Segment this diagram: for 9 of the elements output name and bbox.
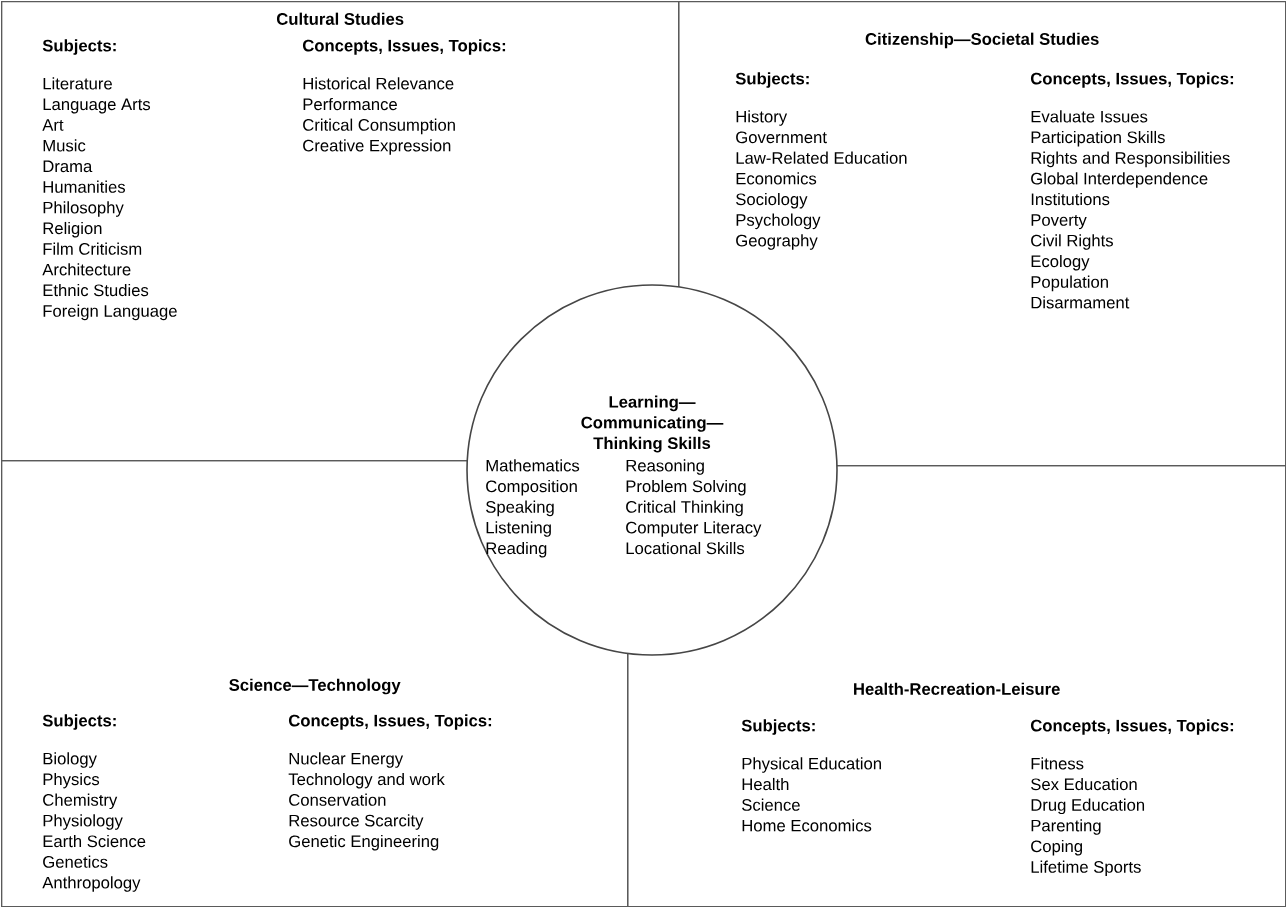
topic-list: Subjects: Biology Physics Chemistry Physiology Earth Science Genetics Anthropology (42, 714, 146, 892)
topic-list: Concepts, Issues, Topics: Evaluate Issues Participation Skills Rights and Responsibilities Global Interdependence Institutions Poverty Civil Rights Ecology Population Disarmament (1030, 72, 1234, 309)
topic-list: Subjects: History Government Law-Related Education Economics Sociology Psychology Geography (735, 72, 907, 250)
topic-list: Subjects: Physical Education Health Science Home Economics (741, 719, 881, 832)
topic-list: Concepts, Issues, Topics: Nuclear Energy Technology and work Conservation Resource Scarcity Genetic Engineering (288, 714, 492, 851)
topic-list: Concepts, Issues, Topics: Historical Relevance Performance Critical Consumption Creative Expression (302, 39, 506, 155)
topic-list: Subjects: Literature Language Arts Art Music Drama Humanities Philosophy Religion Film Criticism Architecture Ethnic Studies Foreign Language (42, 39, 177, 321)
topic-list: Concepts, Issues, Topics: Fitness Sex Education Drug Education Parenting Coping Lifetime Sports (1030, 719, 1234, 877)
topic-list: Mathematics Composition Speaking Listening Reading (486, 459, 580, 558)
